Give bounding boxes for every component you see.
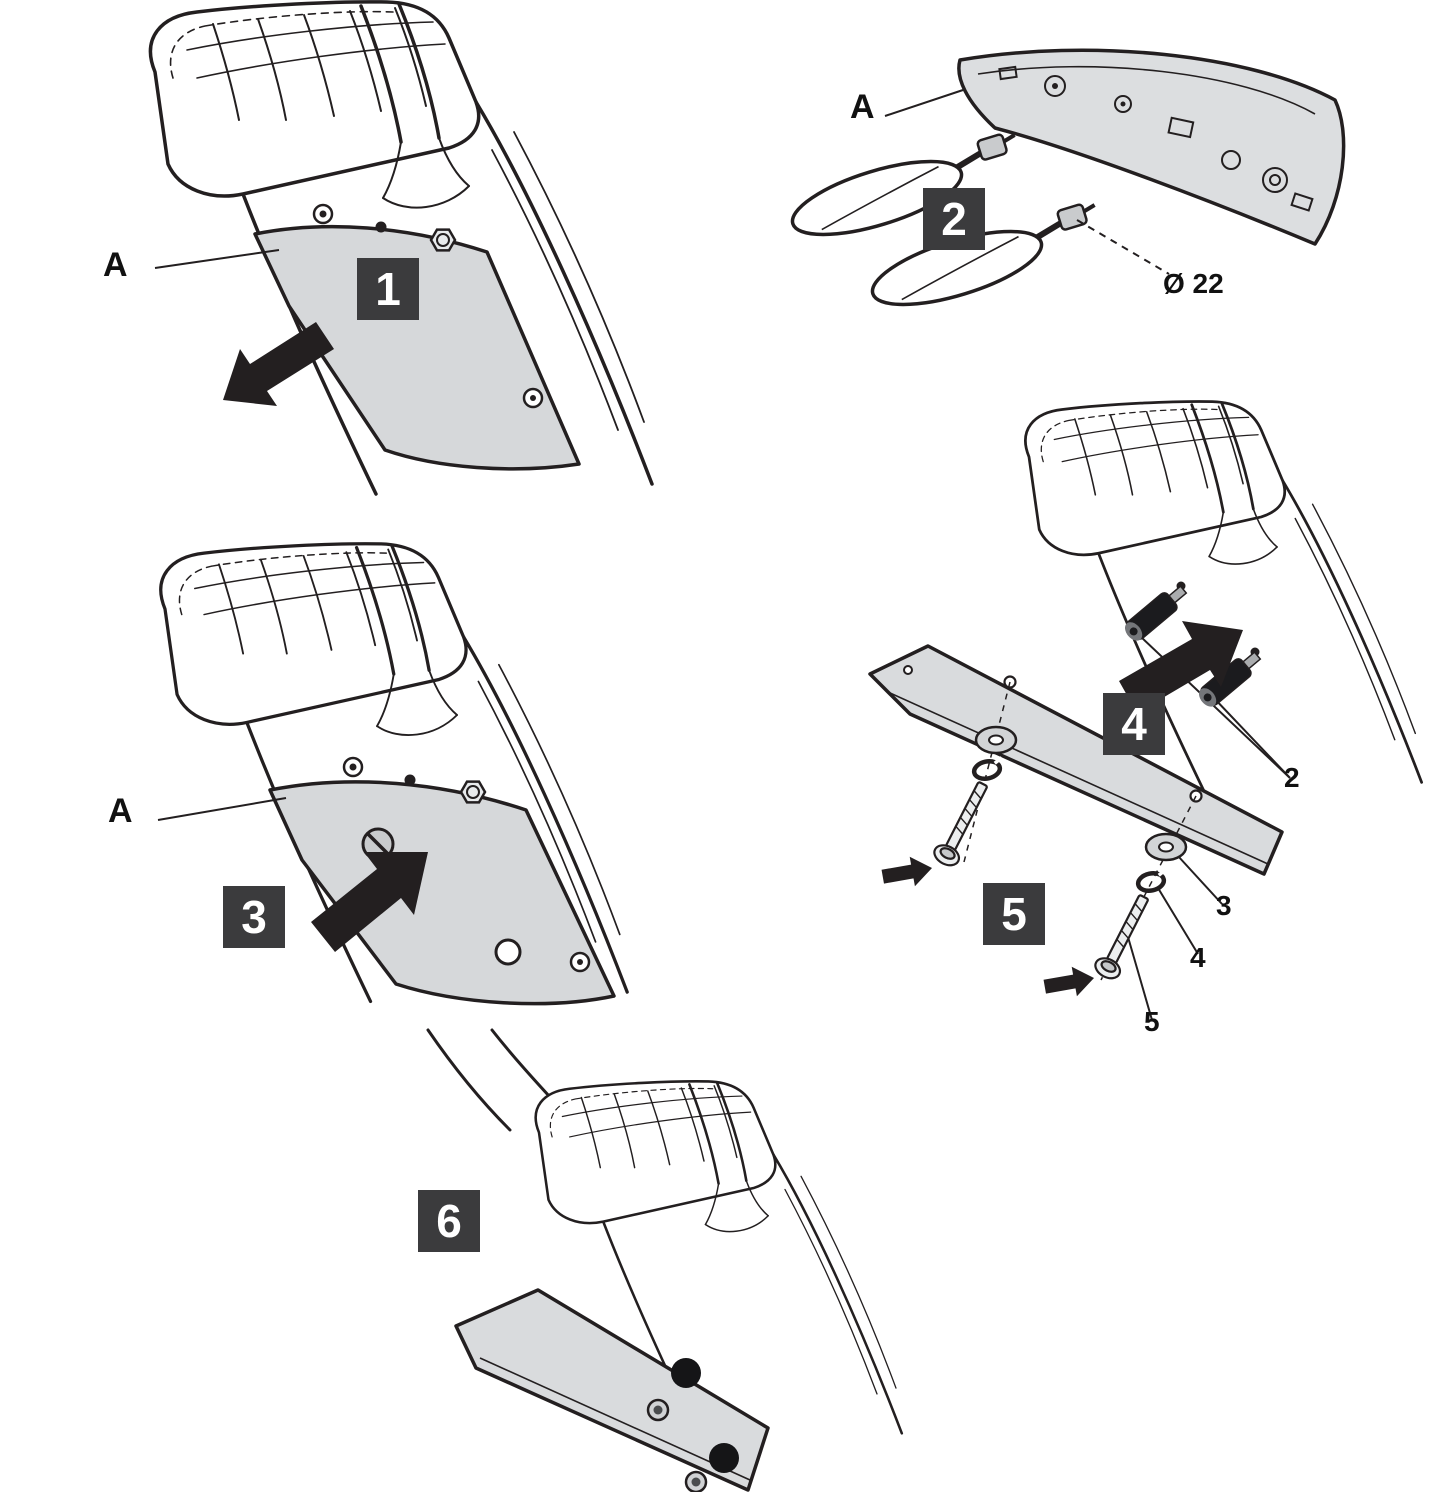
step-4-5: 4 5 2 3 4 5 bbox=[848, 392, 1433, 1060]
step-1: A 1 bbox=[55, 0, 660, 520]
callout-5-screw: 5 bbox=[1144, 1006, 1160, 1037]
step-2-badge: 2 bbox=[923, 188, 985, 250]
refit-direction-arrow bbox=[311, 852, 428, 952]
flat-washer bbox=[974, 725, 1018, 755]
step-5-badge: 5 bbox=[983, 883, 1045, 945]
push-arrow-small bbox=[880, 853, 935, 892]
step-2: A 2 Ø 22 bbox=[745, 28, 1405, 358]
spacer-end bbox=[671, 1358, 701, 1388]
callout-2-spacers: 2 bbox=[1284, 762, 1300, 793]
rubber-grommet bbox=[1056, 203, 1088, 231]
diameter-label: Ø 22 bbox=[1163, 268, 1224, 299]
mount-direction-arrow bbox=[1119, 621, 1243, 713]
part-label-a: A bbox=[103, 246, 128, 284]
step1-illustration bbox=[148, 0, 654, 496]
step3-illustration bbox=[157, 542, 629, 1006]
diameter-leader-line bbox=[1076, 219, 1170, 275]
panel-fasteners bbox=[312, 203, 544, 409]
label-a-leader-line bbox=[884, 89, 964, 117]
step-4-badge: 4 bbox=[1103, 693, 1165, 755]
callout-4-spring-washer: 4 bbox=[1190, 942, 1206, 973]
spring-washer bbox=[972, 758, 1005, 781]
spring-washer bbox=[1136, 870, 1169, 893]
installed-bracket bbox=[454, 1288, 770, 1492]
rubber-grommet bbox=[976, 133, 1008, 161]
step2-illustration bbox=[790, 48, 1346, 307]
part-label-a: A bbox=[850, 88, 875, 126]
inner-panel-a bbox=[957, 48, 1346, 246]
screw bbox=[929, 776, 996, 871]
screw bbox=[1090, 889, 1157, 984]
step-1-badge: 1 bbox=[357, 258, 419, 320]
turn-signal-upper bbox=[790, 133, 1016, 237]
step-3: A 3 bbox=[58, 522, 683, 1022]
panel-fasteners bbox=[342, 756, 591, 973]
step4-5-illustration bbox=[868, 400, 1424, 1021]
removal-direction-arrow bbox=[223, 322, 334, 406]
step-6-badge: 6 bbox=[418, 1190, 480, 1252]
side-panel-a bbox=[268, 780, 616, 1006]
step-3-badge: 3 bbox=[223, 886, 285, 948]
spacer-bushing bbox=[1120, 580, 1192, 646]
side-case-bracket bbox=[868, 644, 1284, 876]
callout-3-washer: 3 bbox=[1216, 890, 1232, 921]
step-6: 6 bbox=[388, 1028, 973, 1492]
label-a-leader-line bbox=[154, 249, 280, 269]
side-panel-a bbox=[253, 224, 581, 471]
step6-illustration bbox=[426, 1028, 904, 1492]
flat-washer bbox=[1144, 832, 1188, 862]
push-arrow-small bbox=[1042, 963, 1097, 1002]
part-label-a: A bbox=[108, 792, 133, 830]
label-a-leader-line bbox=[157, 797, 287, 821]
spacer-end bbox=[709, 1443, 739, 1473]
